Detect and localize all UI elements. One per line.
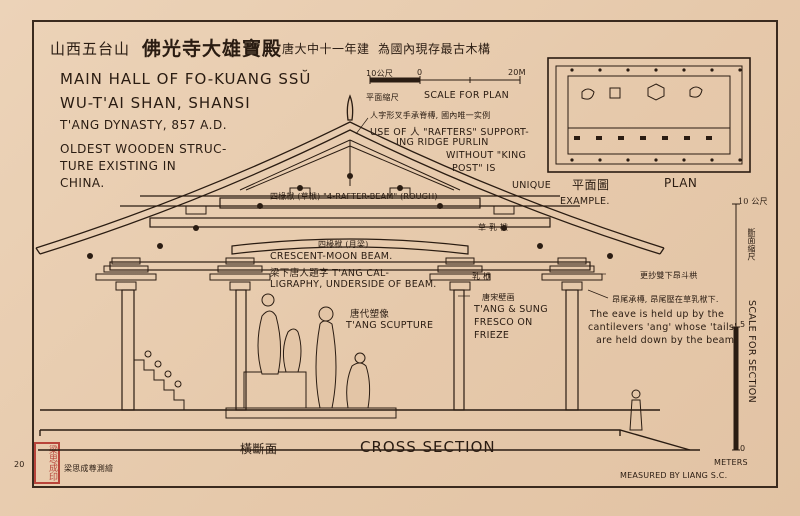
crescent-note-line-2: 梁下唐人題字 T'ANG CAL- [270,268,390,279]
section-scale-label-cn: 斷面縮尺 [747,228,756,261]
title-note-line-3: CHINA. [60,176,105,190]
altar-platform [225,371,397,419]
bracket-sets [87,173,613,291]
sculpture-label: T'ANG SCUPTURE [346,320,434,331]
section-scale-bar [732,203,740,451]
fresco-line-2: FRESCO ON [474,317,533,328]
sculpture-label-cn: 唐代塑像 [350,309,390,320]
floor-plan [547,57,751,173]
fresco-line-3: FRIEZE [474,330,510,341]
title-line-3: T'ANG DYNASTY, 857 A.D. [60,118,228,132]
left-stairs [133,350,185,410]
floor-platform [38,409,700,451]
rafters-note-line-1: USE OF 人 "RAFTERS" SUPPORT- [370,127,529,138]
rafters-note-line-4: POST" IS [452,163,496,174]
measured-by: MEASURED BY LIANG S.C. [620,471,728,480]
title-line-1: MAIN HALL OF FO-KUANG SSŬ [60,70,312,88]
fresco-label-cn: 唐宋壁画 [482,293,515,302]
chinese-title-temple: 佛光寺大雄寶殿 [142,38,283,60]
eave-note-cn: 昂尾承槫, 昂尾壓在草乳栿下. [612,295,719,304]
chinese-title-date: 唐大中十一年建 [282,42,370,56]
section-scale-label: SCALE FOR SECTION [746,300,757,403]
rafters-note-line-5: UNIQUE [512,180,552,191]
plan-scale-bar [369,76,521,84]
sheet-number: 20 [14,460,25,469]
chinese-title-note: 為國內現存最古木構 [378,42,491,56]
eave-note-line-2: cantilevers 'ang' whose 'tails' [588,322,738,333]
artist-seal: 梁思成印 [34,442,60,484]
sheet-border [32,20,778,488]
fresco-line-1: T'ANG & SUNG [474,304,548,315]
chinese-title-location: 山西五台山 [50,40,131,58]
tang-sculptures [257,293,371,409]
plan-scale-tick-right: 20M [508,68,526,77]
rufu-label: 乳 栿 [472,272,492,281]
eave-note-line-3: are held down by the beam. [596,335,738,346]
title-note-line-1: OLDEST WOODEN STRUC- [60,142,227,156]
title-note-line-2: TURE EXISTING IN [60,159,177,173]
section-scale-tick-bottom: 0 [740,444,746,453]
plan-scale-label-cn: 平面縮尺 [366,93,399,102]
cantilever-bracket-label-cn: 更抄雙下昂斗栱 [640,271,698,280]
title-line-2: WU-T'AI SHAN, SHANSI [60,94,251,112]
eave-note-line-1: The eave is held up by the [590,309,725,320]
rafters-note-line-2: ING RIDGE PURLIN [396,137,489,148]
rafters-note-line-3: WITHOUT "KING [446,150,527,161]
section-scale-tick-mid: 5 [740,320,746,329]
crescent-note-line-3: LIGRAPHY, UNDERSIDE OF BEAM. [270,279,437,290]
section-scale-unit: METERS [714,458,748,467]
rafters-note-cn: 人字形叉手承脊槫, 國內唯一实例 [370,111,491,120]
rafters-note-line-6: EXAMPLE. [560,196,610,207]
drawn-by-cn: 梁思成尊測繪 [64,464,114,473]
beams [109,197,591,271]
cross-section-label: CROSS SECTION [360,438,496,456]
plan-scale-tick-zero: 0 [417,68,423,77]
plan-label-cn: 平面圖 [572,178,610,192]
scale-figure [629,389,643,431]
plan-scale-label: SCALE FOR PLAN [424,90,510,101]
cha-shou-rafters [239,139,461,191]
cross-section-label-cn: 橫斷面 [240,442,278,456]
crescent-note-line-1: CRESCENT-MOON BEAM. [270,251,393,262]
plan-label: PLAN [664,176,698,190]
section-scale-tick-top: 10 公尺 [738,197,768,206]
plan-scale-tick-left: 10公尺 [366,69,393,78]
crescent-beam-label-cn: 四椽栿 (月梁) [318,240,369,249]
